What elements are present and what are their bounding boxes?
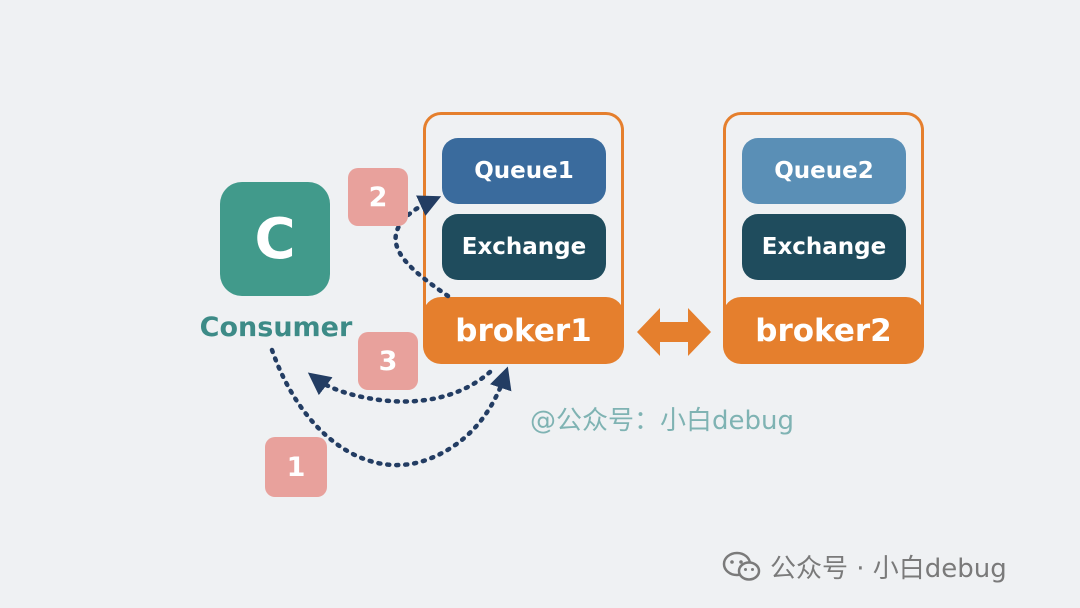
- step2-badge: 2: [348, 168, 408, 226]
- broker2-exchange: Exchange: [742, 214, 906, 280]
- consumer-icon: C: [220, 182, 330, 296]
- broker1-exchange: Exchange: [442, 214, 606, 280]
- watermark-footer-text: 公众号 · 小白debug: [770, 554, 1007, 584]
- broker-sync-arrow: [637, 308, 711, 356]
- watermark-text: @公众号：小白debug: [530, 406, 794, 436]
- step3-badge: 3: [358, 332, 418, 390]
- wechat-icon: [722, 551, 761, 581]
- consumer-letter: C: [254, 206, 296, 272]
- step1-arrow: [269, 347, 512, 468]
- step2-arrow: [393, 195, 451, 299]
- watermark-footer: 公众号 · 小白debug: [722, 548, 1007, 585]
- step3-arrow: [307, 369, 493, 404]
- consumer-label: Consumer: [199, 312, 353, 343]
- broker1-queue: Queue1: [442, 138, 606, 204]
- step1-badge: 1: [265, 437, 327, 497]
- broker1-label: broker1: [423, 297, 624, 364]
- broker2-queue: Queue2: [742, 138, 906, 204]
- broker2-label: broker2: [723, 297, 924, 364]
